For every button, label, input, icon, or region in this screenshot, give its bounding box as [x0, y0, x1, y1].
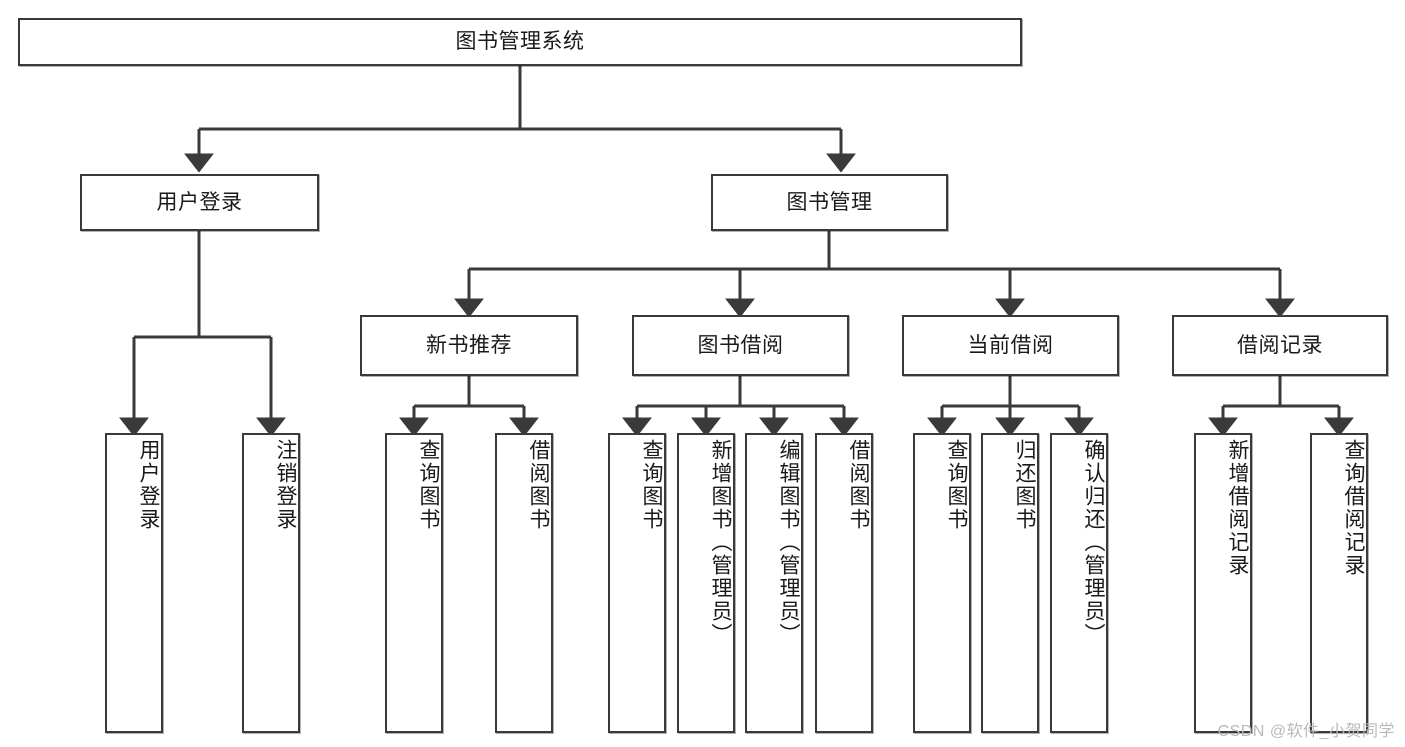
node-user-login[interactable]: 用户登录: [80, 174, 319, 231]
node-label: 借阅记录: [1237, 333, 1323, 357]
node-label: 用户登录: [156, 190, 243, 214]
node-book-borrow[interactable]: 图书借阅: [632, 315, 849, 376]
node-book-management[interactable]: 图书管理: [711, 174, 948, 231]
leaf-edit-book-admin[interactable]: 编辑图书（管理员）: [745, 433, 803, 733]
leaf-add-borrow-record[interactable]: 新增借阅记录: [1194, 433, 1252, 733]
node-label: 查询图书: [417, 439, 440, 531]
node-label: 图书借阅: [697, 333, 784, 357]
node-label: 新增借阅记录: [1226, 439, 1249, 577]
leaf-add-book-admin[interactable]: 新增图书（管理员）: [677, 433, 735, 733]
node-label: 图书管理系统: [455, 30, 585, 54]
node-label: 用户登录: [137, 439, 160, 531]
node-root-system[interactable]: 图书管理系统: [18, 18, 1022, 66]
node-label: 查询图书: [640, 439, 663, 531]
leaf-logout-login[interactable]: 注销登录: [242, 433, 300, 733]
leaf-query-book-current[interactable]: 查询图书: [913, 433, 971, 733]
node-label: 编辑图书（管理员）: [777, 439, 800, 646]
node-label: 图书管理: [786, 190, 873, 214]
node-label: 注销登录: [274, 439, 297, 531]
leaf-query-borrow-record[interactable]: 查询借阅记录: [1310, 433, 1368, 733]
node-label: 借阅图书: [847, 439, 870, 531]
leaf-return-book[interactable]: 归还图书: [981, 433, 1039, 733]
leaf-query-book-borrow[interactable]: 查询图书: [608, 433, 666, 733]
node-label: 新增图书（管理员）: [709, 439, 732, 646]
leaf-confirm-return-admin[interactable]: 确认归还（管理员）: [1050, 433, 1108, 733]
node-label: 归还图书: [1013, 439, 1036, 531]
leaf-borrow-book-recommend[interactable]: 借阅图书: [495, 433, 553, 733]
node-label: 查询图书: [945, 439, 968, 531]
node-label: 新书推荐: [426, 333, 512, 357]
node-label: 借阅图书: [527, 439, 550, 531]
node-label: 查询借阅记录: [1342, 439, 1365, 577]
leaf-user-login[interactable]: 用户登录: [105, 433, 163, 733]
leaf-borrow-book[interactable]: 借阅图书: [815, 433, 873, 733]
node-current-borrow[interactable]: 当前借阅: [902, 315, 1119, 376]
node-label: 当前借阅: [967, 333, 1054, 357]
node-label: 确认归还（管理员）: [1082, 439, 1105, 646]
node-borrow-record[interactable]: 借阅记录: [1172, 315, 1388, 376]
node-new-book-recommend[interactable]: 新书推荐: [360, 315, 578, 376]
leaf-query-book-recommend[interactable]: 查询图书: [385, 433, 443, 733]
